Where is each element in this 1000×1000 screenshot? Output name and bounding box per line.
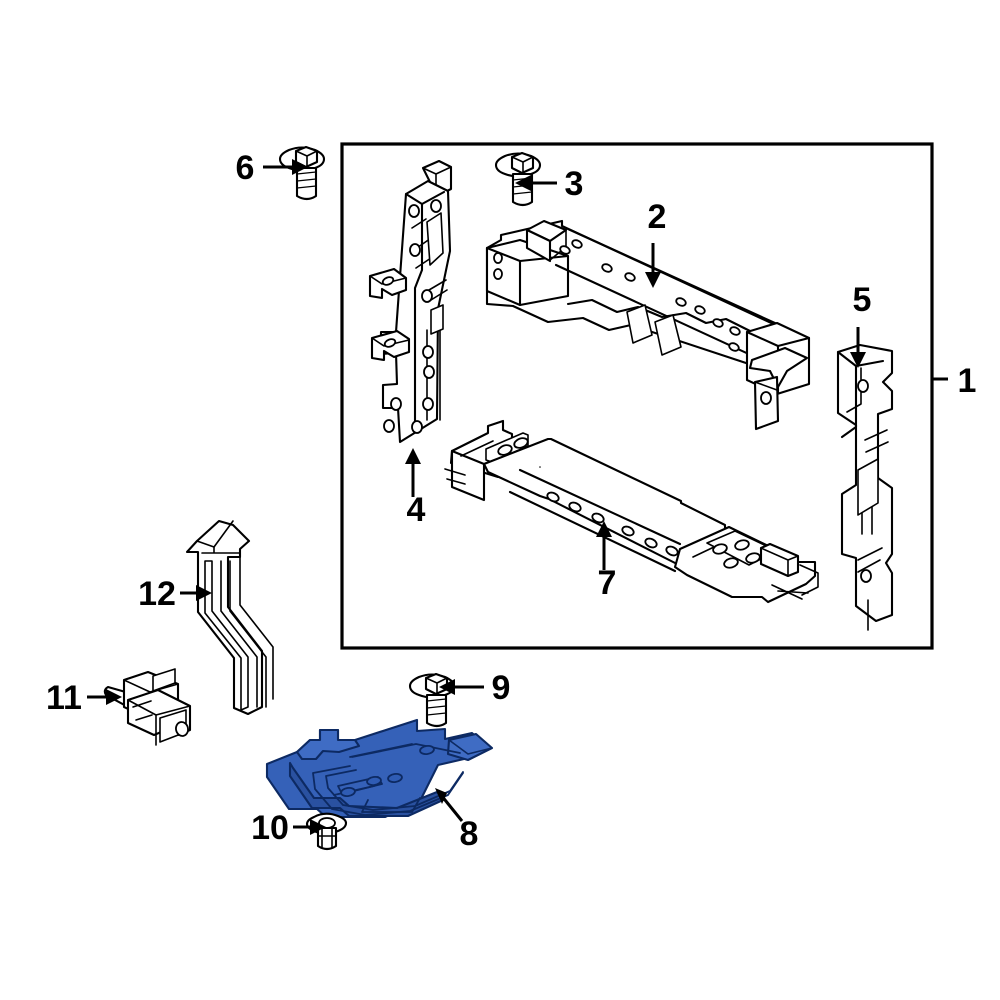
callout-label-9: 9 [492,669,511,707]
callout-7: 7 [596,521,616,602]
callout-label-11: 11 [46,679,82,717]
callout-label-5: 5 [853,281,872,319]
callout-label-3: 3 [565,165,584,203]
part-4-left-side-support [368,159,453,444]
part-3-upper-crossmember-bolt [494,151,542,207]
callout-label-10: 10 [251,809,289,847]
callout-11: 11 [46,679,122,717]
callout-label-2: 2 [648,198,667,236]
callout-1: 1 [932,362,976,400]
callout-12: 12 [138,575,212,613]
callout-5: 5 [850,281,871,368]
callout-label-12: 12 [138,575,176,613]
callout-label-8: 8 [460,815,479,853]
callout-label-6: 6 [236,149,255,187]
part-9-under-cover-bolt [408,672,456,728]
part-7-lower-crossmember [444,419,819,604]
callout-label-7: 7 [598,564,617,602]
callout-6: 6 [236,149,308,187]
part-11-ambient-temperature-sensor [103,668,192,746]
callout-10: 10 [251,809,326,847]
callout-9: 9 [439,669,510,707]
callout-8: 8 [435,788,478,853]
callout-label-4: 4 [407,491,426,529]
part-12-support-stay-bracket [185,519,274,716]
callout-4: 4 [405,448,426,529]
callout-2: 2 [645,198,666,288]
callout-label-1: 1 [958,362,977,400]
assembly-group-box [340,142,934,650]
part-2-upper-crossmember [485,219,811,431]
callout-3: 3 [515,165,583,203]
part-8-air-deflector-under-cover [265,718,494,819]
part-6-side-support-bolt [278,145,326,201]
part-5-right-side-support [836,343,894,631]
